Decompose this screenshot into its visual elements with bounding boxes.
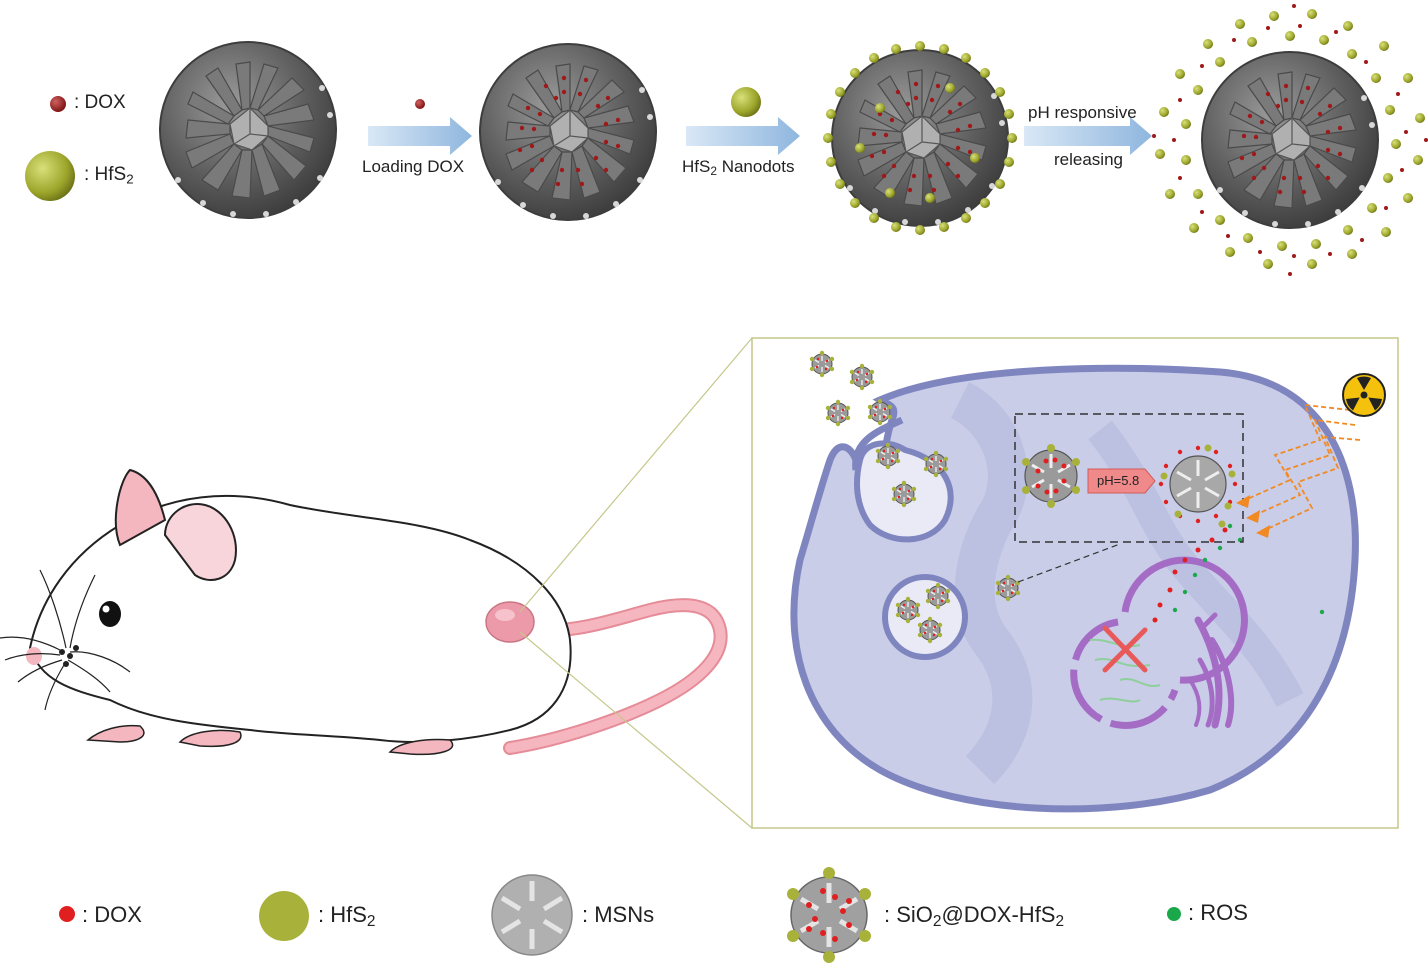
mouse-illustration [0,468,728,756]
legend-hfs2-label: : HfS2 [318,902,376,930]
msn-sphere-released [1152,4,1428,276]
ph-arrow [1087,468,1156,494]
legend-msns-label: : MSNs [582,902,655,927]
step-loading-dox-label: Loading DOX [362,157,465,176]
zoom-lines [519,337,753,829]
dox-drop-icon [415,99,425,109]
release-zoom-box [1014,413,1244,543]
msn-sphere-hfs2-coated [823,41,1017,235]
step-releasing-label: releasing [1054,150,1123,169]
legend-composite-icon [787,867,871,963]
top-legend-dox-icon [50,96,66,112]
legend-dox-icon [59,906,75,922]
radiation-beams [1244,403,1361,531]
released-particle-large [1158,444,1238,528]
cell-panel [751,337,1399,829]
top-legend-dox-label: : DOX [74,92,126,113]
arrow-ph-release [1024,117,1152,155]
step-ph-responsive-label: pH responsive [1028,103,1137,122]
top-legend-hfs2-icon [25,151,75,201]
legend-ros-icon [1167,907,1181,921]
legend-dox-label: : DOX [82,902,142,927]
legend-hfs2-icon [259,891,309,941]
radiation-icon [1342,373,1386,417]
hfs2-drop-icon [731,87,761,117]
legend-msns-icon [491,874,573,956]
legend-ros-label: : ROS [1188,900,1248,925]
msn-sphere-dox-loaded [479,43,657,221]
step-hfs2-nanodots-label: HfS2 Nanodots [682,157,795,178]
ph-value-label: pH=5.8 [1097,473,1140,488]
loaded-particle-large [1022,444,1080,508]
arrow-loading-dox [368,117,472,155]
top-legend-hfs2-label: : HfS2 [84,164,134,187]
arrow-hfs2-nanodots [686,117,800,155]
legend-composite-label: : SiO2@DOX-HfS2 [884,902,1065,930]
msn-sphere-empty [159,41,337,219]
